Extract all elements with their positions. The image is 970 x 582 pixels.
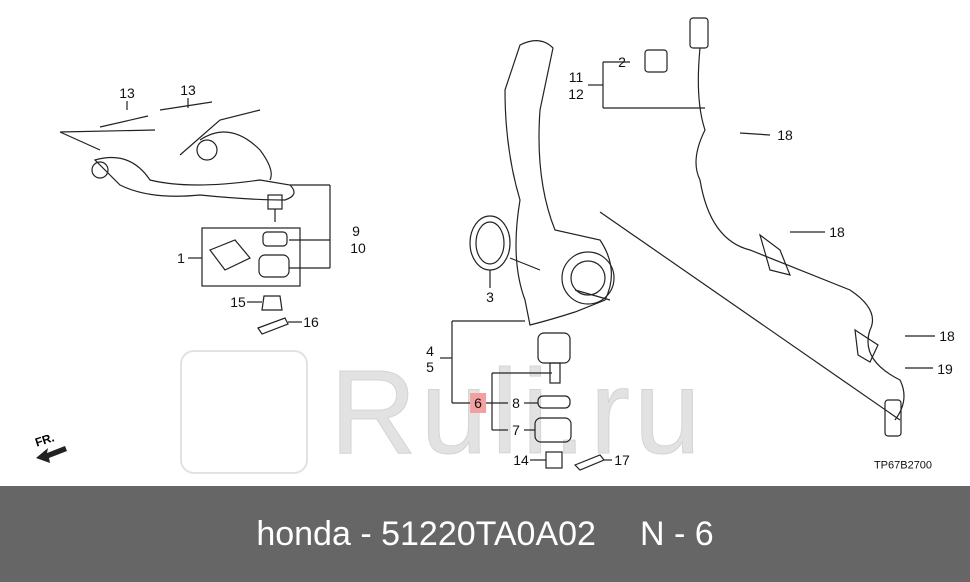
callout-6-highlighted[interactable]: 6 — [470, 393, 486, 413]
wheel-speed-sensor — [588, 17, 935, 437]
callout-17: 17 — [614, 452, 630, 468]
footer-bar: honda - 51220TA0A02 N - 6 — [0, 486, 970, 582]
steering-knuckle — [440, 40, 901, 471]
callout-4: 4 — [426, 343, 434, 359]
callout-18: 18 — [829, 224, 845, 240]
front-arrow-icon — [36, 446, 67, 463]
callout-3: 3 — [486, 289, 494, 305]
watermark-text: Ruli.ru — [330, 345, 705, 479]
callout-19: 19 — [937, 361, 953, 377]
diagram-code: TP67B2700 — [873, 459, 933, 472]
callout-13: 13 — [180, 82, 196, 98]
callout-13: 13 — [119, 85, 135, 101]
callout-16: 16 — [303, 314, 319, 330]
watermark-logo — [180, 350, 308, 474]
callout-18: 18 — [939, 328, 955, 344]
callout-18: 18 — [777, 127, 793, 143]
callout-12: 12 — [568, 86, 584, 102]
callout-2: 2 — [618, 54, 626, 70]
parts-diagram: Ruli.ru — [33, 17, 955, 479]
part-number-title: honda - 51220TA0A02 — [256, 514, 596, 553]
callout-7: 7 — [512, 422, 520, 438]
diagram-drawing — [36, 17, 935, 471]
callout-8: 8 — [512, 395, 520, 411]
callout-11: 11 — [568, 69, 584, 85]
callout-15: 15 — [230, 294, 246, 310]
callout-5: 5 — [426, 359, 434, 375]
callout-10: 10 — [350, 240, 366, 256]
diagram-position: N - 6 — [639, 514, 714, 553]
callout-9: 9 — [352, 223, 360, 239]
upper-control-arm — [59, 98, 331, 335]
callout-14: 14 — [513, 452, 529, 468]
callout-1: 1 — [177, 250, 185, 266]
